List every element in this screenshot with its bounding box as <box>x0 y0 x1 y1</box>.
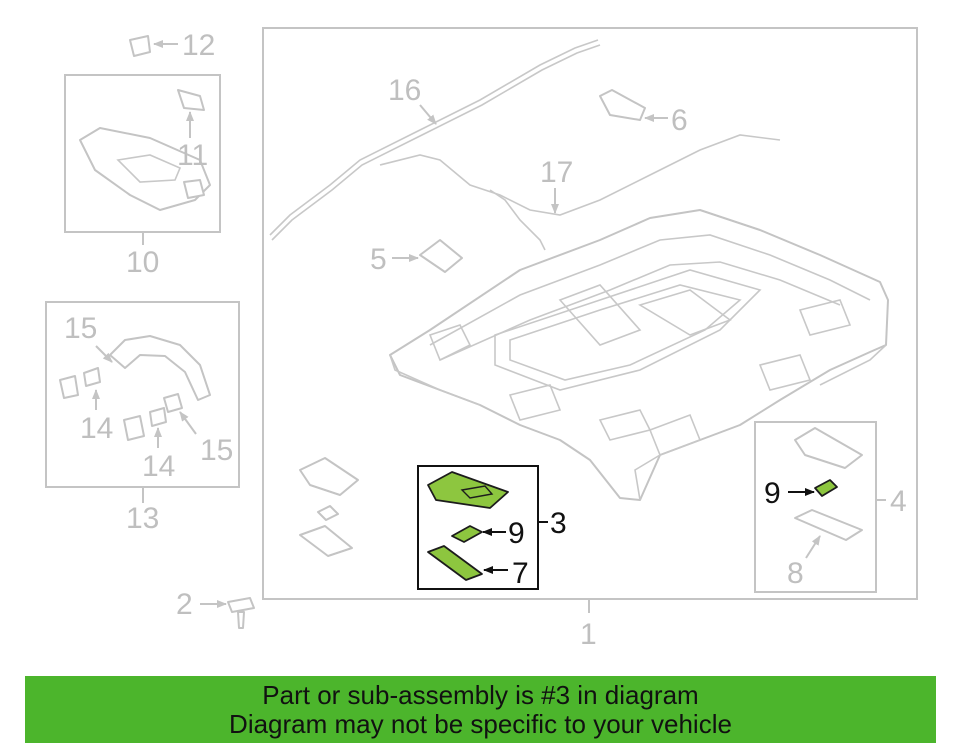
callout-14a: 14 <box>80 412 113 445</box>
wire-harness-17-branch <box>489 189 546 251</box>
wire-harness-17 <box>379 134 781 216</box>
bulb-9-rear-drawing[interactable] <box>814 479 838 497</box>
sun-visor-mirror <box>116 154 182 183</box>
grab-handle-drawing <box>109 335 211 401</box>
screw-2-drawing <box>227 597 255 629</box>
callout-15a: 15 <box>64 312 97 345</box>
bulb-9-main-drawing[interactable] <box>451 525 483 543</box>
cap-14-right-drawing <box>123 415 145 441</box>
callout-9-main: 9 <box>508 517 525 550</box>
visor-mount-drawing <box>183 179 205 199</box>
spare-lens-drawing <box>299 525 353 557</box>
clip-15-right-drawing <box>149 407 167 427</box>
map-lamp-housing-drawing[interactable] <box>427 471 509 509</box>
clip-15-left-drawing <box>83 367 101 387</box>
callout-7: 7 <box>512 557 529 590</box>
spare-lamp-housing-drawing <box>299 457 359 496</box>
callout-1: 1 <box>580 618 597 651</box>
callout-8: 8 <box>787 557 804 590</box>
headliner-drawing <box>389 209 889 501</box>
lens-8-lead <box>805 535 821 559</box>
banner-line-2: Diagram may not be specific to your vehi… <box>229 708 732 739</box>
callout-6: 6 <box>671 104 688 137</box>
callout-5: 5 <box>370 243 387 276</box>
part-15a-lead <box>95 345 113 363</box>
callout-11: 11 <box>177 139 208 172</box>
rear-lamp-box <box>754 421 877 593</box>
map-lamp-switch-drawing <box>460 485 494 499</box>
callout-4: 4 <box>890 485 907 518</box>
callout-16: 16 <box>388 74 421 107</box>
info-banner: Part or sub-assembly is #3 in diagram Di… <box>25 676 936 743</box>
spare-bulb-drawing <box>317 505 339 521</box>
callout-15b: 15 <box>200 434 233 467</box>
callout-17: 17 <box>540 156 573 189</box>
rear-lamp-housing-drawing <box>794 427 863 469</box>
bracket-5-drawing <box>419 239 463 273</box>
lens-7-drawing[interactable] <box>427 545 483 581</box>
harness-16-lead <box>419 104 437 125</box>
callout-2: 2 <box>176 588 193 621</box>
lamp-6-drawing <box>599 89 646 121</box>
callout-13: 13 <box>126 502 159 535</box>
rear-lamp-lens-drawing <box>794 509 863 541</box>
wire-harness-16 <box>269 39 599 236</box>
visor-bracket-drawing <box>177 89 205 111</box>
callout-9-side: 9 <box>764 477 781 510</box>
map-lamp-assembly[interactable] <box>427 471 509 581</box>
wire-harness-16-edge <box>271 44 601 241</box>
callout-14b: 14 <box>142 450 175 483</box>
callout-3: 3 <box>550 507 567 540</box>
cap-14-left-drawing <box>59 375 79 399</box>
banner-line-1: Part or sub-assembly is #3 in diagram <box>262 679 699 710</box>
part-15b-lead <box>179 411 197 435</box>
clip-15b-drawing <box>163 393 183 413</box>
clip-12-drawing <box>129 35 151 57</box>
callout-10: 10 <box>126 246 159 279</box>
map-lamp-box <box>417 465 539 590</box>
callout-12: 12 <box>182 29 215 62</box>
